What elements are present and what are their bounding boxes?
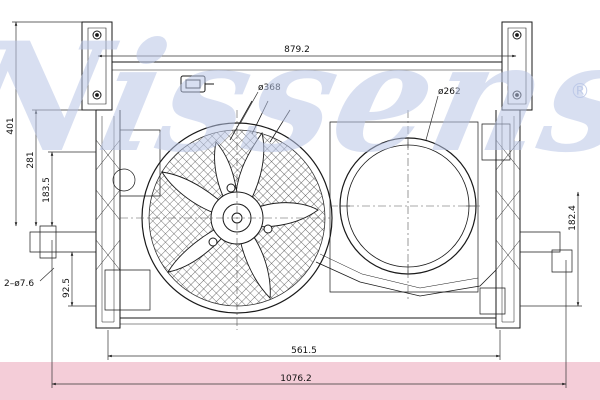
dim-height-lower: 183.5 <box>42 177 52 203</box>
dim-height-mid: 281 <box>26 151 36 168</box>
mounting-holes <box>92 30 522 100</box>
dim-height-right: 182.4 <box>568 205 578 231</box>
shroud-ring <box>315 137 497 297</box>
dimension-lines <box>12 21 582 388</box>
center-lines <box>120 110 480 330</box>
dim-width-mid: 561.5 <box>291 346 317 356</box>
connector-plug <box>180 75 214 93</box>
frame-outline <box>29 21 573 329</box>
dim-width-top: 879.2 <box>284 45 310 55</box>
dim-width-total: 1076.2 <box>280 374 312 384</box>
footer-band <box>0 362 600 400</box>
dim-height-total: 401 <box>6 117 16 134</box>
dim-hole-callout: 2–ø7.6 <box>4 279 34 289</box>
dim-shroud-diameter: ø262 <box>438 87 461 97</box>
dim-fan-diameter: ø368 <box>258 83 281 93</box>
dim-height-small: 92.5 <box>62 278 72 298</box>
